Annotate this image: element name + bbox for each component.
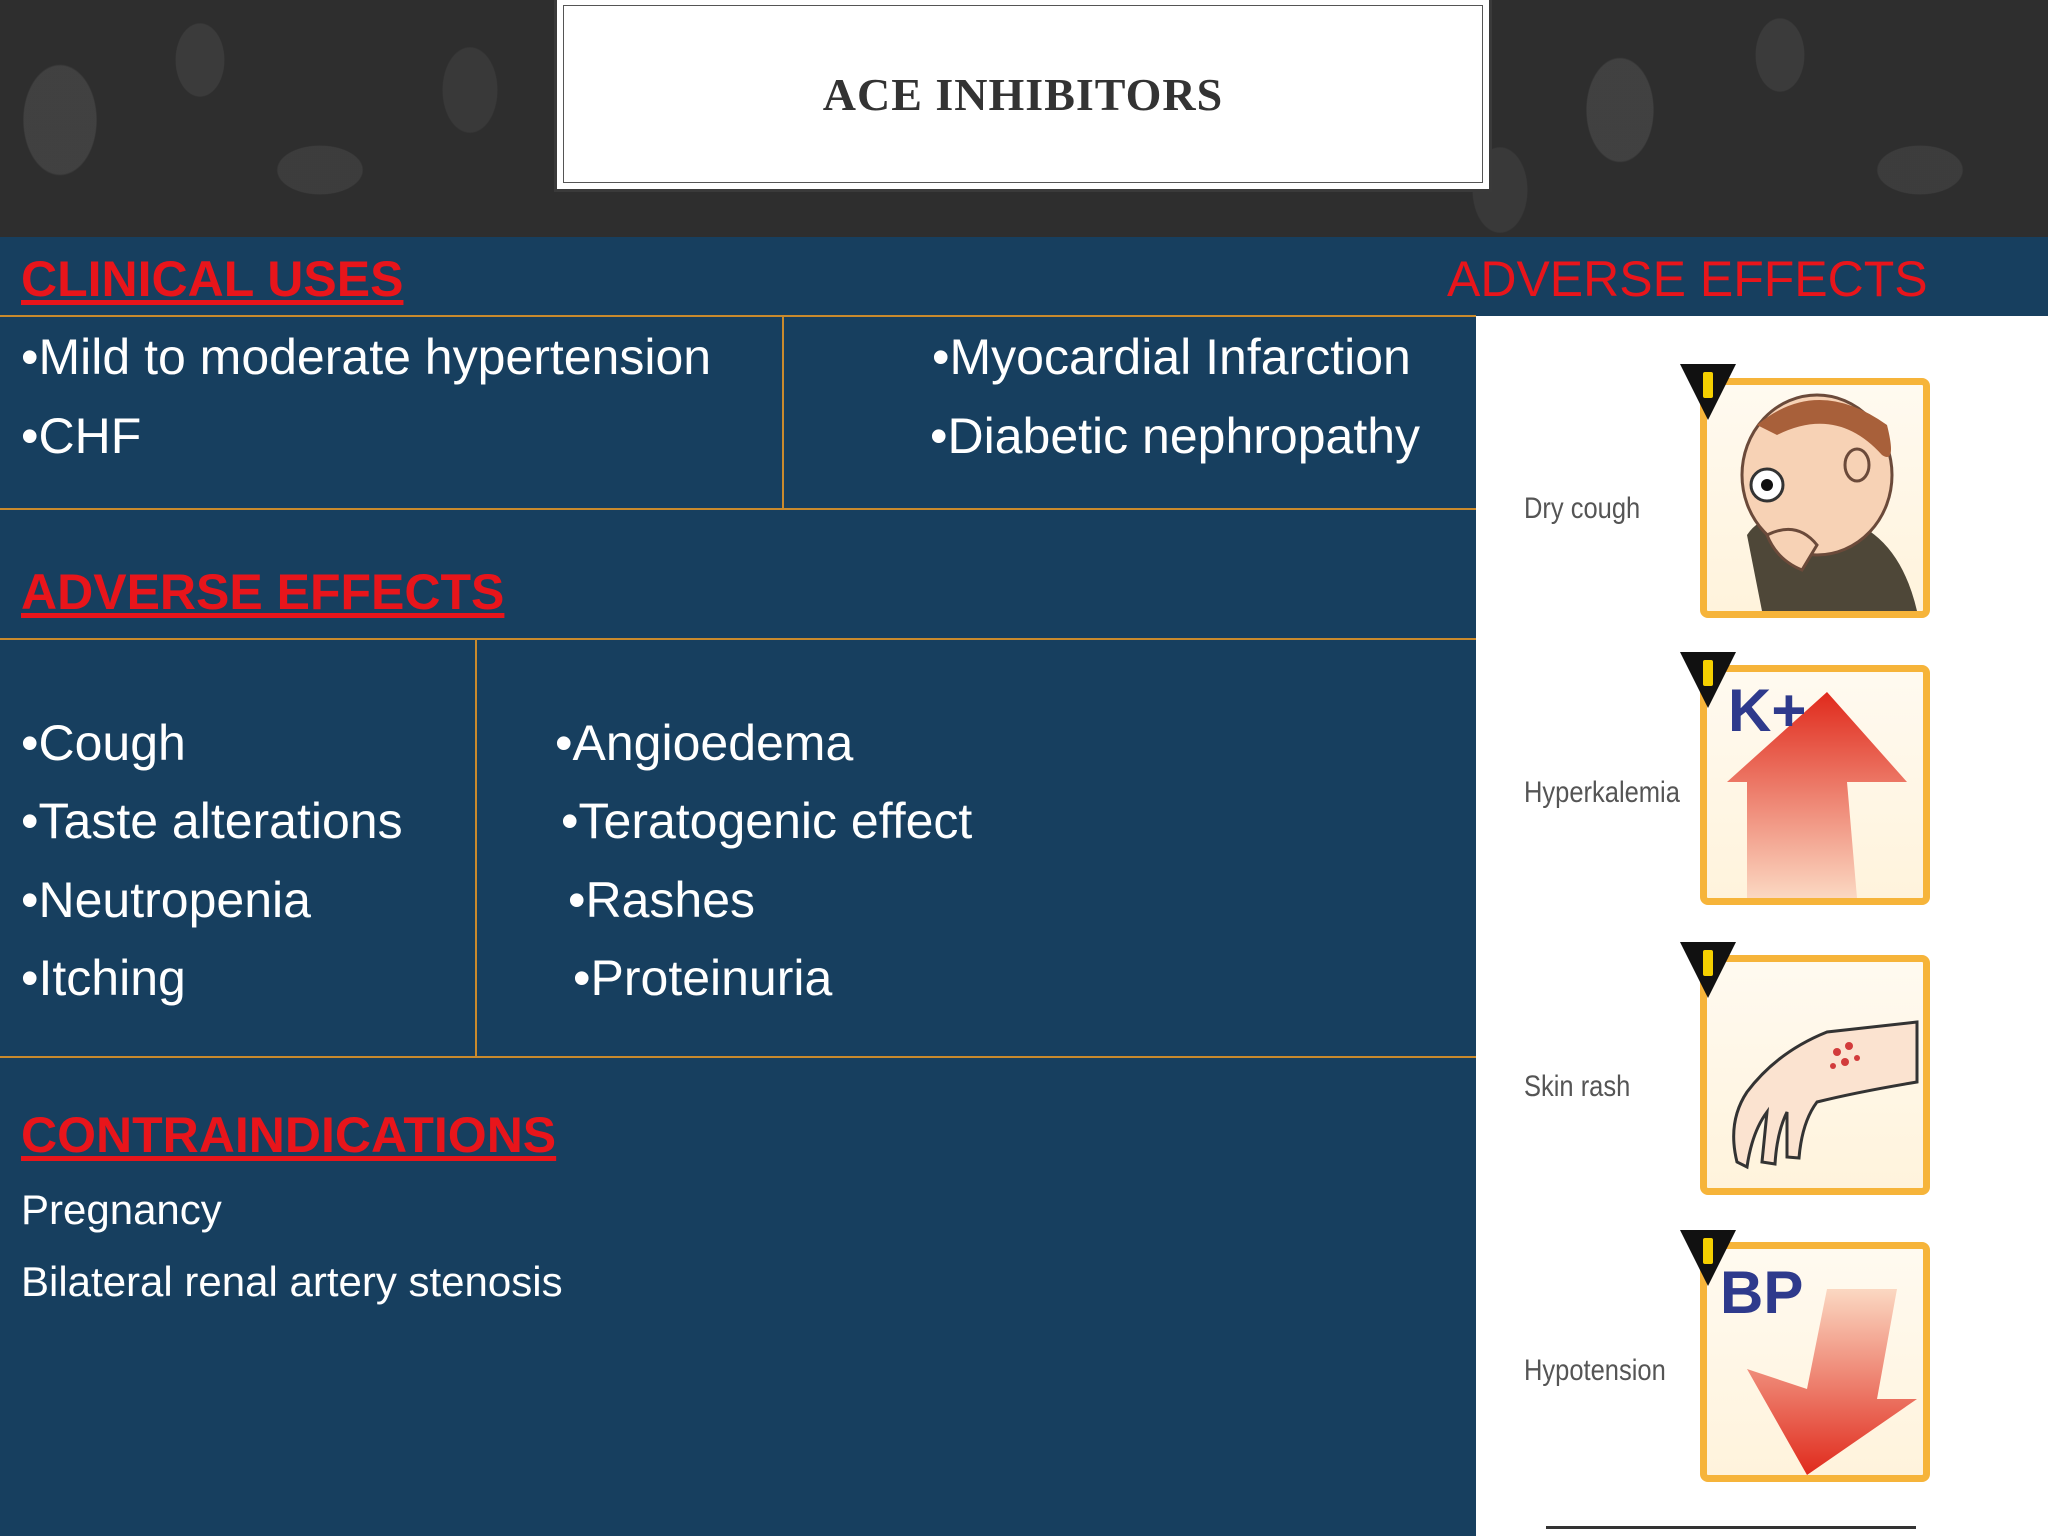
side-panel-heading: ADVERSE EFFECTS xyxy=(1447,251,1928,307)
bp-down-icon xyxy=(1700,1242,1930,1482)
clinical-use-item: •Myocardial Infarction xyxy=(932,329,1411,385)
clinical-use-item: •CHF xyxy=(21,408,142,464)
divider xyxy=(782,316,784,509)
adverse-effect-item: •Itching xyxy=(21,950,186,1006)
adverse-effects-heading: ADVERSE EFFECTS xyxy=(21,564,505,620)
divider xyxy=(0,315,1476,317)
divider xyxy=(0,638,1476,640)
adverse-effect-item: •Angioedema xyxy=(555,715,854,771)
hand-rash-icon xyxy=(1700,955,1930,1195)
slide-title: ACE INHIBITORS xyxy=(822,68,1224,120)
adverse-effect-item: •Cough xyxy=(21,715,186,771)
contraindications-heading: CONTRAINDICATIONS xyxy=(21,1107,557,1163)
icon-label: Skin rash xyxy=(1524,1070,1631,1103)
potassium-symbol: K+ xyxy=(1728,677,1807,744)
face-cough-icon xyxy=(1740,393,1917,611)
icon-label: Hypotension xyxy=(1524,1354,1666,1387)
contraindication-item: Bilateral renal artery stenosis xyxy=(21,1258,563,1305)
title-box: ACE INHIBITORS xyxy=(554,0,1492,192)
adverse-effect-item: •Teratogenic effect xyxy=(561,793,973,849)
contraindication-item: Pregnancy xyxy=(21,1186,222,1233)
face-cough-icon xyxy=(1700,378,1930,618)
icon-label: Dry cough xyxy=(1524,492,1641,525)
divider xyxy=(0,1056,1476,1058)
divider xyxy=(1546,1526,1916,1529)
clinical-uses-heading: CLINICAL USES xyxy=(21,251,404,307)
adverse-effect-item: •Rashes xyxy=(568,872,756,928)
divider xyxy=(475,639,477,1057)
clinical-use-item: •Mild to moderate hypertension xyxy=(21,329,712,385)
potassium-up-icon xyxy=(1700,665,1930,905)
adverse-effect-item: •Taste alterations xyxy=(21,793,403,849)
adverse-effect-item: •Neutropenia xyxy=(21,872,311,928)
adverse-effect-item: •Proteinuria xyxy=(573,950,833,1006)
icon-label: Hyperkalemia xyxy=(1524,776,1680,809)
divider xyxy=(0,508,1476,510)
clinical-use-item: •Diabetic nephropathy xyxy=(930,408,1421,464)
